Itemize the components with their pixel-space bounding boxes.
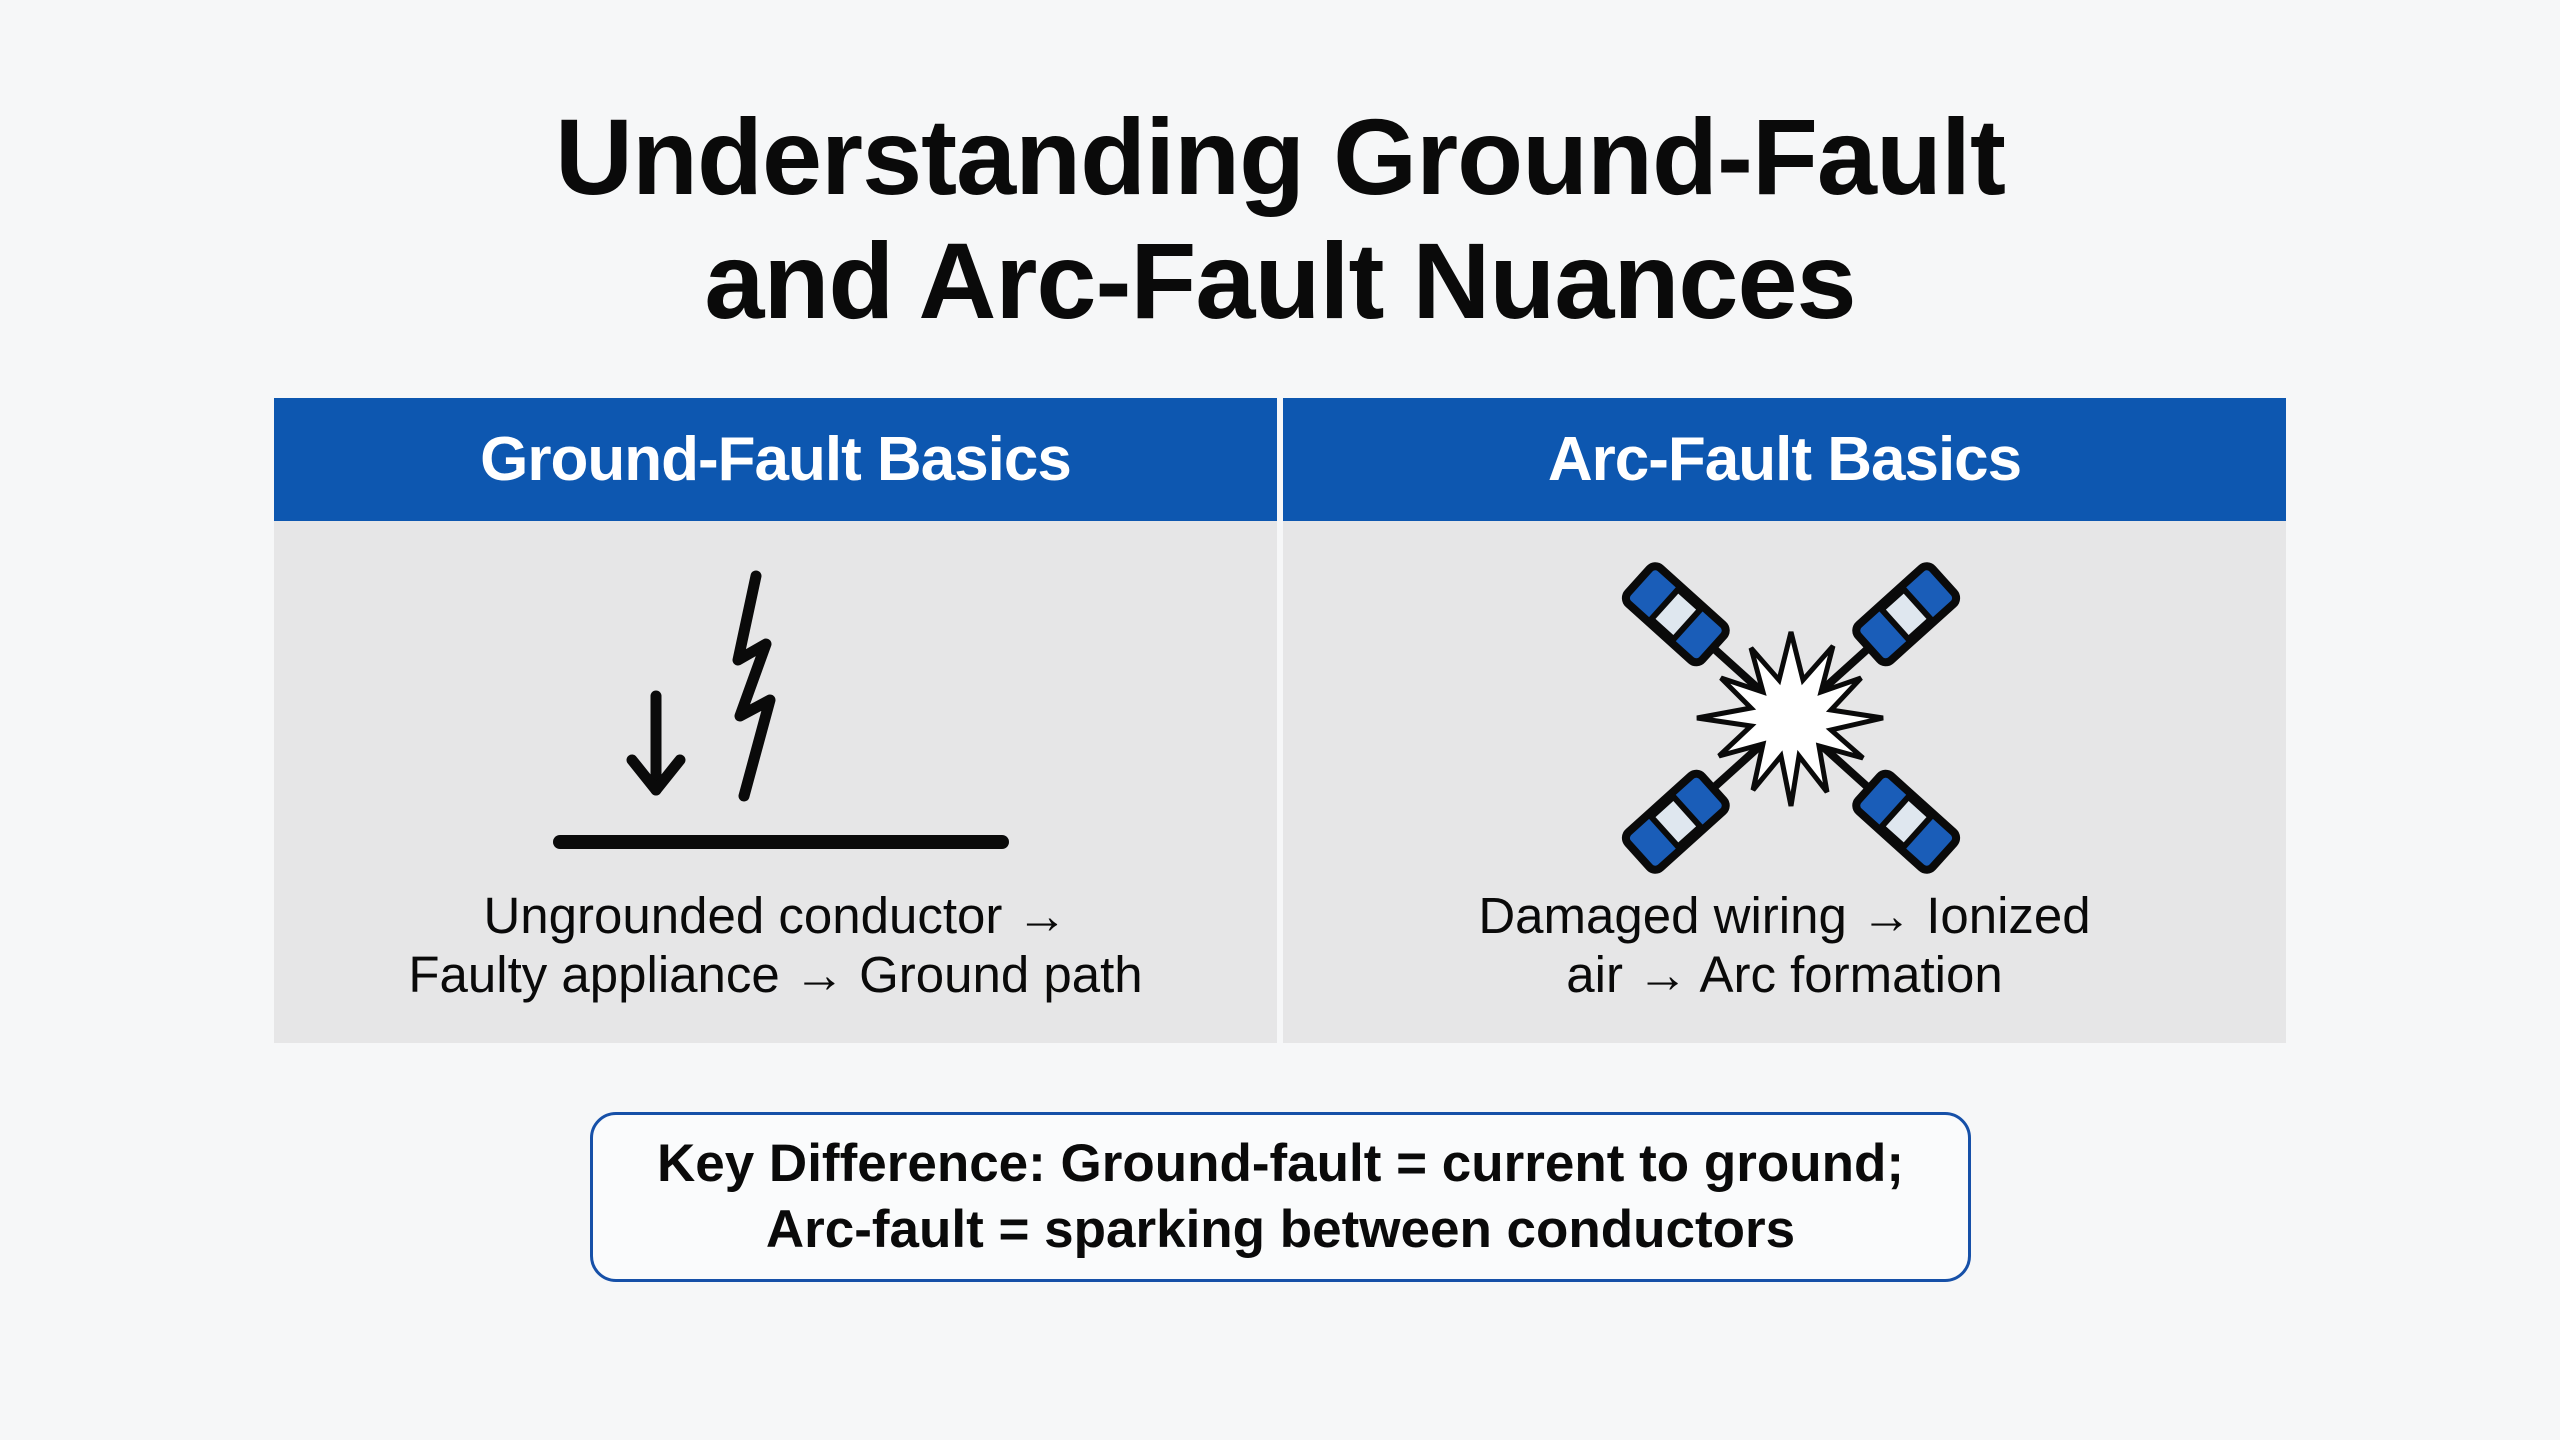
key-difference-box: Key Difference: Ground-fault = current t… <box>590 1112 1971 1282</box>
lightning-bolt-icon <box>732 570 776 802</box>
description-line: air → Arc formation <box>1566 946 2003 1003</box>
ground-fault-description: Ungrounded conductor → Faulty appliance … <box>274 886 1277 1004</box>
description-line: Damaged wiring → Ionized <box>1478 887 2091 944</box>
title-line-2: and Arc-Fault Nuances <box>704 220 1856 341</box>
key-difference-line-1: Key Difference: Ground-fault = current t… <box>656 1134 1905 1193</box>
spark-burst-icon <box>1696 631 1884 807</box>
description-line: Ungrounded conductor → <box>483 887 1068 944</box>
ground-fault-heading: Ground-Fault Basics <box>274 398 1277 521</box>
page-title: Understanding Ground-Fault and Arc-Fault… <box>0 95 2560 343</box>
ground-fault-panel: Ground-Fault Basics Ungrounded conductor… <box>274 398 1277 1043</box>
key-difference-line-2: Arc-fault = sparking between conductors <box>765 1200 1796 1259</box>
arc-fault-description: Damaged wiring → Ionized air → Arc forma… <box>1283 886 2286 1004</box>
arc-fault-icon <box>1601 558 1981 878</box>
arc-fault-heading: Arc-Fault Basics <box>1283 398 2286 521</box>
ground-fault-icon <box>553 570 1009 849</box>
down-arrow-icon <box>626 690 686 796</box>
description-line: Faulty appliance → Ground path <box>408 946 1143 1003</box>
arc-fault-panel: Arc-Fault Basics Damaged wiring → Ionize… <box>1283 398 2286 1043</box>
title-line-1: Understanding Ground-Fault <box>555 96 2006 217</box>
